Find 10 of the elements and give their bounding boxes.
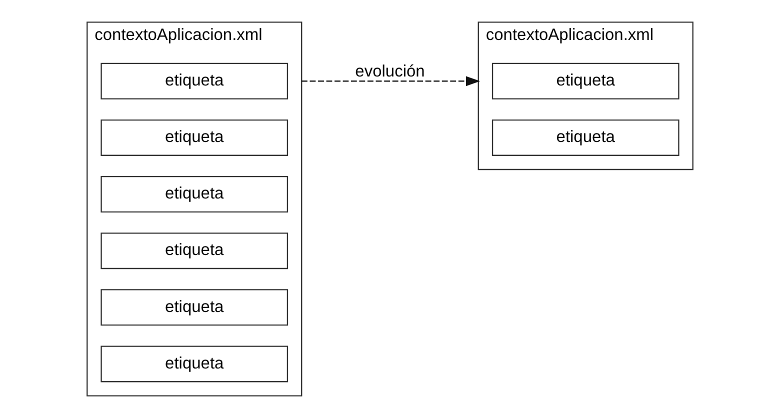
node-box: etiqueta [100,289,288,326]
arrow [301,76,480,86]
node-box: etiqueta [100,232,288,270]
edge-label: evolución [354,62,424,81]
node-box: etiqueta [100,62,288,100]
node-box: etiqueta [491,62,679,100]
node-box: etiqueta [491,119,679,156]
node-box: etiqueta [100,119,288,156]
node-box: etiqueta [100,176,288,213]
node-box: etiqueta [100,346,288,382]
